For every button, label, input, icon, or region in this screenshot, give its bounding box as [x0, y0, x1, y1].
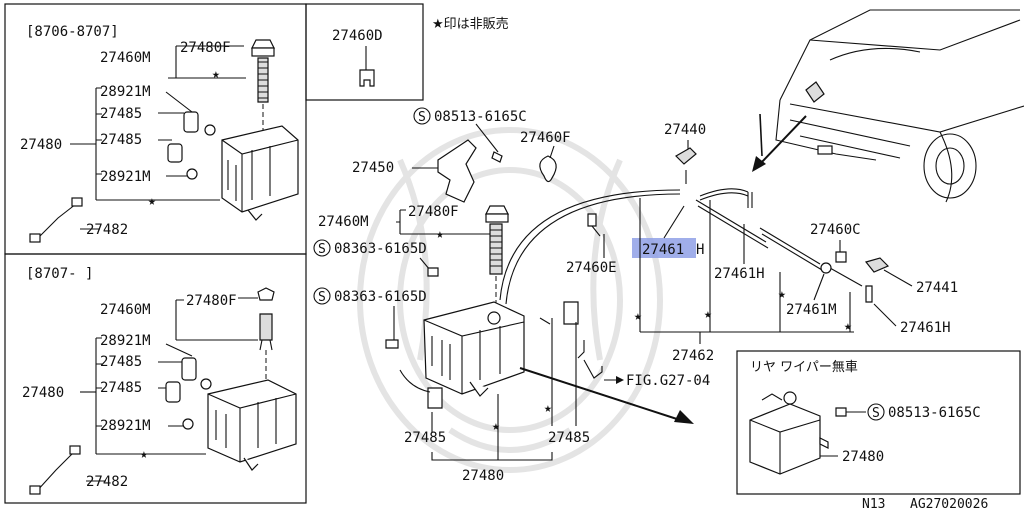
label-27460f: 27460F — [520, 130, 571, 146]
label-27441: 27441 — [916, 280, 958, 296]
footer-section: N13 — [862, 497, 885, 510]
label-27461h-1: 27461H — [714, 266, 765, 282]
tl-label-28921m-2: 28921M — [100, 169, 151, 185]
label-27485-left: 27485 — [404, 430, 446, 446]
tl-label-27480: 27480 — [20, 137, 62, 153]
tl-label-27480f: 27480F — [180, 40, 231, 56]
label-27461-highlighted: 27461 — [642, 242, 684, 258]
svg-text:★: ★ — [436, 227, 444, 242]
label-bolt-08363-1: 08363-6165D — [334, 241, 427, 257]
label-fig-ref: FIG.G27-04 — [626, 373, 710, 389]
svg-text:★: ★ — [844, 319, 852, 334]
label-27460c: 27460C — [810, 222, 861, 238]
svg-text:★: ★ — [148, 194, 156, 209]
svg-text:★: ★ — [778, 287, 786, 302]
rear-label-27480: 27480 — [842, 449, 884, 465]
tl-label-27485-1: 27485 — [100, 106, 142, 122]
bl-label-28921m-2: 28921M — [100, 418, 151, 434]
svg-text:★: ★ — [544, 401, 552, 416]
period-top: [8706-8707] — [26, 24, 119, 40]
bl-label-27482: 27482 — [86, 474, 128, 490]
svg-text:S: S — [872, 406, 880, 421]
period-bottom: [8707- ] — [26, 266, 93, 282]
tl-label-27485-2: 27485 — [100, 132, 142, 148]
clip-panel-content: 27460D — [332, 28, 383, 87]
svg-text:★: ★ — [492, 419, 500, 434]
label-27450: 27450 — [352, 160, 394, 176]
svg-text:S: S — [418, 110, 426, 125]
rear-panel-content: リヤ ワイパー無車 S 08513-6165C 27480 — [749, 360, 981, 475]
bl-label-27485-1: 27485 — [100, 354, 142, 370]
label-27440: 27440 — [664, 122, 706, 138]
top-left-panel-content: [8706-8707] ★ ★ 27480F 27460M 28921M 274… — [20, 24, 299, 243]
label-27462: 27462 — [672, 348, 714, 364]
main-assembly: S 08513-6165C 27460F 27450 27480F 27460M… — [313, 107, 958, 484]
tl-label-27460m: 27460M — [100, 50, 151, 66]
svg-text:S: S — [318, 242, 326, 257]
rear-panel-title: リヤ ワイパー無車 — [750, 360, 858, 375]
rear-label-bolt: 08513-6165C — [888, 405, 981, 421]
bl-label-27485-2: 27485 — [100, 380, 142, 396]
label-27460e: 27460E — [566, 260, 617, 276]
clip-label-27460d: 27460D — [332, 28, 383, 44]
highlight-27461 — [632, 238, 696, 258]
label-27461m: 27461M — [786, 302, 837, 318]
panel-bottom-left — [4, 253, 307, 504]
label-27480-main: 27480 — [462, 468, 504, 484]
bl-label-27480f: 27480F — [186, 293, 237, 309]
label-bolt-08363-2: 08363-6165D — [334, 289, 427, 305]
tl-label-28921m-1: 28921M — [100, 84, 151, 100]
label-bolt-08513: 08513-6165C — [434, 109, 527, 125]
bl-label-28921m-1: 28921M — [100, 333, 151, 349]
label-27480f: 27480F — [408, 204, 459, 220]
bottom-left-panel-content: [8707- ] ★ 27460M 27480F 28921M 27485 27… — [22, 266, 297, 495]
car-illustration — [775, 9, 1024, 203]
svg-text:★: ★ — [634, 309, 642, 324]
bl-label-27460m: 27460M — [100, 302, 151, 318]
label-27461h-2: 27461H — [900, 320, 951, 336]
svg-text:★: ★ — [212, 67, 220, 82]
bl-label-27480: 27480 — [22, 385, 64, 401]
svg-text:★: ★ — [140, 447, 148, 462]
label-27461-suffix: H — [696, 242, 704, 258]
footer-code: AG27020026 — [910, 497, 988, 510]
label-27460m: 27460M — [318, 214, 369, 230]
panel-clip — [305, 3, 424, 101]
svg-text:S: S — [318, 290, 326, 305]
watermark-emblem — [357, 127, 663, 473]
tl-label-27482: 27482 — [86, 222, 128, 238]
label-27485-right: 27485 — [548, 430, 590, 446]
non-sale-note: ★印は非販売 — [432, 16, 509, 32]
svg-text:★: ★ — [704, 307, 712, 322]
panel-rear-wiper — [736, 350, 1021, 495]
